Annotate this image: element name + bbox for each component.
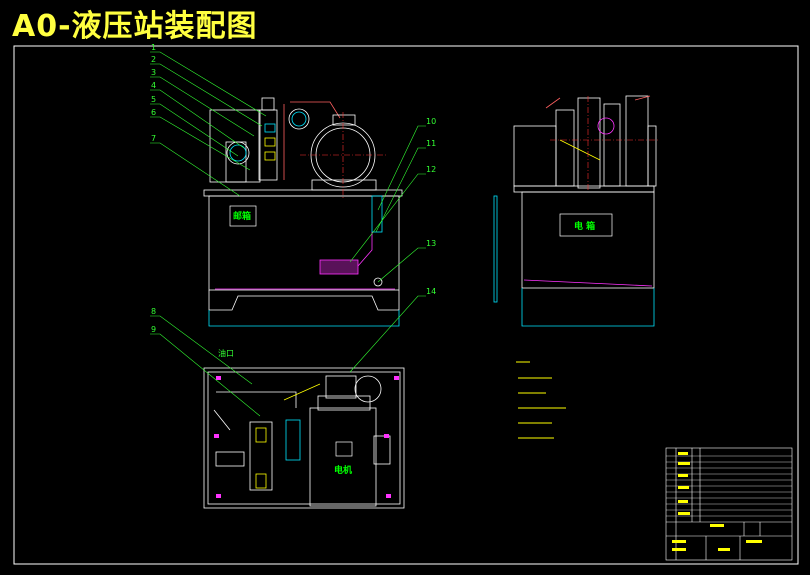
callout-12: 12 <box>426 165 436 174</box>
top-view-tag: 油口 <box>218 348 234 358</box>
callout-11: 11 <box>426 139 436 148</box>
motor-top-label: 电机 <box>334 464 352 476</box>
callout-leaders <box>150 51 426 417</box>
callout-7: 7 <box>151 134 156 143</box>
callout-10: 10 <box>426 117 436 126</box>
tank-front-label: 邮箱 <box>233 210 251 222</box>
motor-front <box>310 122 376 188</box>
drawing-title: A0-液压站装配图 <box>12 9 258 44</box>
tank-front-label-box <box>229 205 257 227</box>
tank-side-label-box <box>559 213 613 237</box>
top-view <box>203 367 405 509</box>
drawing-border <box>13 45 799 565</box>
callout-1: 1 <box>151 43 156 52</box>
callout-3: 3 <box>151 68 156 77</box>
title-block-marks <box>672 452 762 551</box>
oil-tank-side <box>521 191 655 289</box>
tank-top-outline <box>203 367 405 509</box>
pressure-gauge <box>226 141 250 165</box>
callout-5: 5 <box>151 95 156 104</box>
title-block-rows <box>666 455 792 517</box>
technical-notes <box>516 361 566 439</box>
callout-9: 9 <box>151 325 156 334</box>
motor-top-label-box <box>335 441 353 457</box>
callout-14: 14 <box>426 287 436 296</box>
side-view <box>493 95 657 327</box>
callout-2: 2 <box>151 55 156 64</box>
motor-top <box>309 407 377 507</box>
callout-13: 13 <box>426 239 436 248</box>
callout-numbers: 1 2 3 4 5 6 7 10 11 12 13 14 8 9 <box>151 43 436 334</box>
callout-4: 4 <box>151 81 156 90</box>
tank-side-label: 电 箱 <box>574 220 595 232</box>
oil-tank-front <box>208 195 400 291</box>
callout-6: 6 <box>151 108 156 117</box>
callout-8: 8 <box>151 307 156 316</box>
